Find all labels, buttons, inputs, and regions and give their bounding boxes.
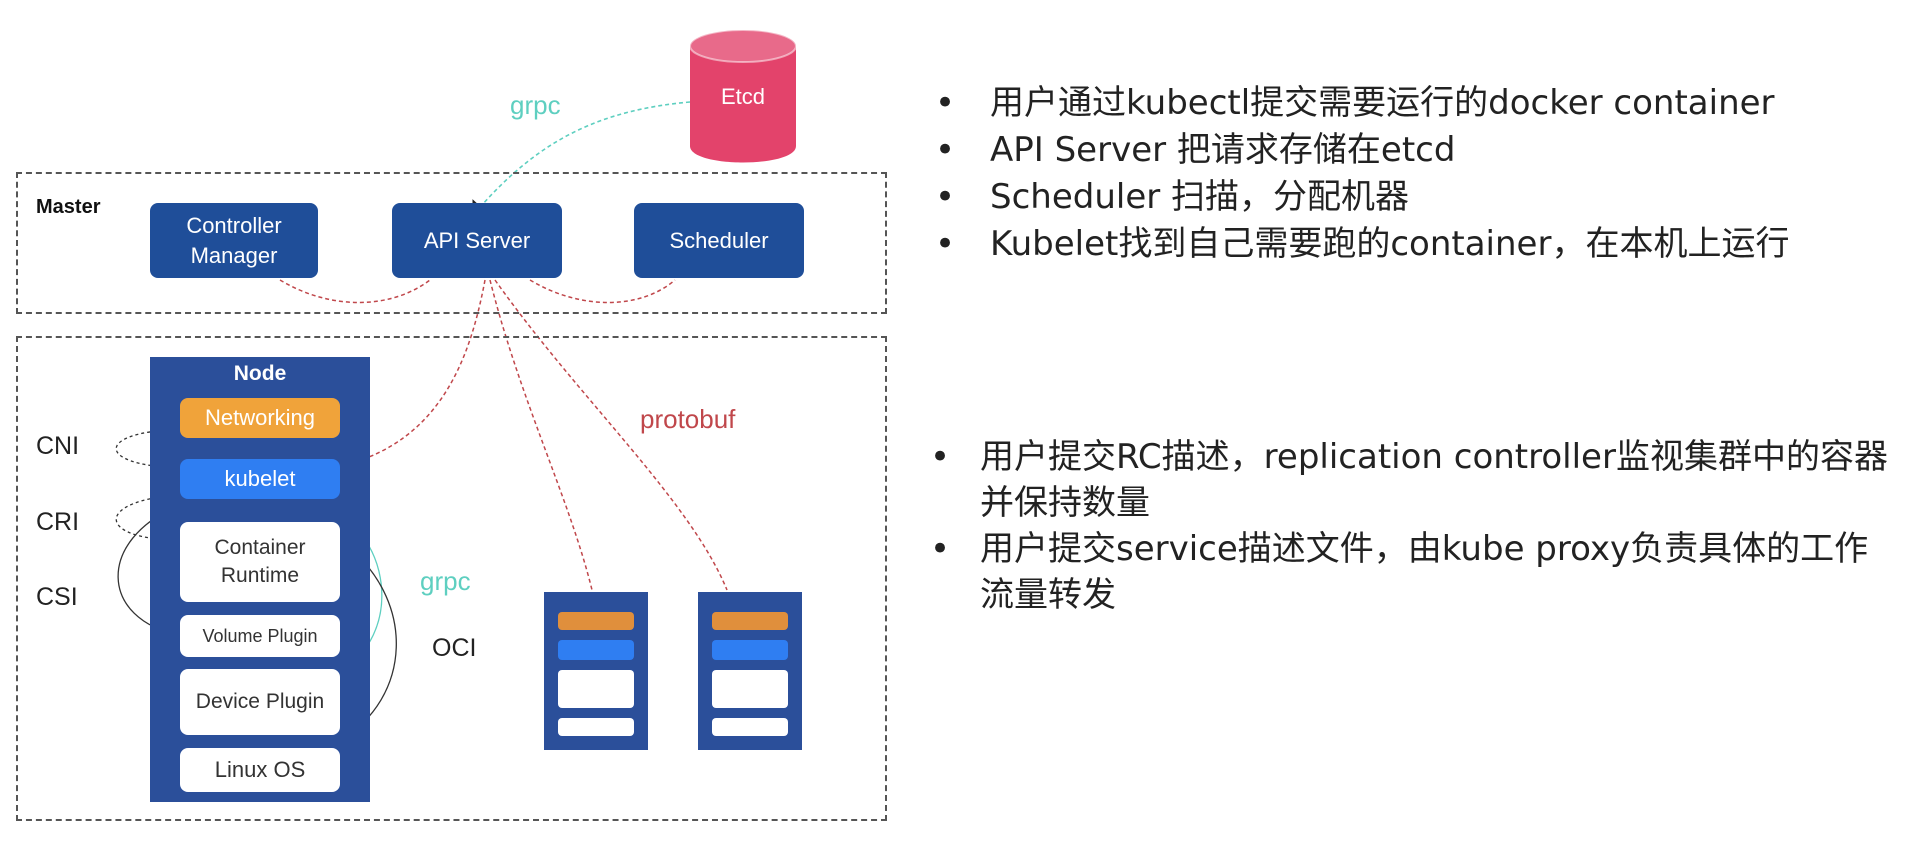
top-bullet-1: 用户通过kubectl提交需要运行的docker container	[935, 80, 1789, 127]
pod-1-runtime-bar	[558, 670, 634, 708]
top-bullet-list: 用户通过kubectl提交需要运行的docker container API S…	[935, 80, 1789, 268]
top-bullet-2: API Server 把请求存储在etcd	[935, 127, 1789, 174]
api-server-box: API Server	[392, 203, 562, 278]
oci-label: OCI	[432, 634, 477, 662]
controller-manager-box: Controller Manager	[150, 203, 318, 278]
pod-1	[544, 592, 648, 750]
grpc-top-label: grpc	[510, 90, 561, 120]
linux-os-box: Linux OS	[180, 748, 340, 792]
pod-2	[698, 592, 802, 750]
volume-plugin-box: Volume Plugin	[180, 615, 340, 657]
pod-1-networking-bar	[558, 612, 634, 630]
master-label: Master	[36, 196, 101, 218]
bottom-bullet-list: 用户提交RC描述，replication controller监视集群中的容器并…	[930, 434, 1890, 618]
pod-2-networking-bar	[712, 612, 788, 630]
node-area-box	[16, 336, 887, 821]
grpc-side-label: grpc	[420, 566, 471, 596]
pod-2-runtime-bar	[712, 670, 788, 708]
bottom-bullet-1: 用户提交RC描述，replication controller监视集群中的容器并…	[930, 434, 1890, 526]
etcd-cylinder-icon	[689, 29, 797, 163]
scheduler-box: Scheduler	[634, 203, 804, 278]
pod-2-os-bar	[712, 718, 788, 736]
device-plugin-box: Device Plugin	[180, 669, 340, 735]
top-bullet-3: Scheduler 扫描，分配机器	[935, 174, 1789, 221]
top-bullet-4: Kubelet找到自己需要跑的container，在本机上运行	[935, 221, 1789, 268]
kubelet-box: kubelet	[180, 459, 340, 499]
cni-label: CNI	[36, 432, 80, 460]
master-box	[16, 172, 887, 314]
protobuf-label: protobuf	[640, 404, 736, 434]
node-title: Node	[233, 362, 287, 385]
container-runtime-box: Container Runtime	[180, 522, 340, 602]
pod-2-kubelet-bar	[712, 640, 788, 660]
etcd-label: Etcd	[720, 84, 766, 109]
cri-label: CRI	[36, 508, 80, 536]
bottom-bullet-2: 用户提交service描述文件，由kube proxy负责具体的工作流量转发	[930, 526, 1890, 618]
pod-1-os-bar	[558, 718, 634, 736]
csi-label: CSI	[36, 583, 78, 611]
pod-1-kubelet-bar	[558, 640, 634, 660]
networking-box: Networking	[180, 398, 340, 438]
